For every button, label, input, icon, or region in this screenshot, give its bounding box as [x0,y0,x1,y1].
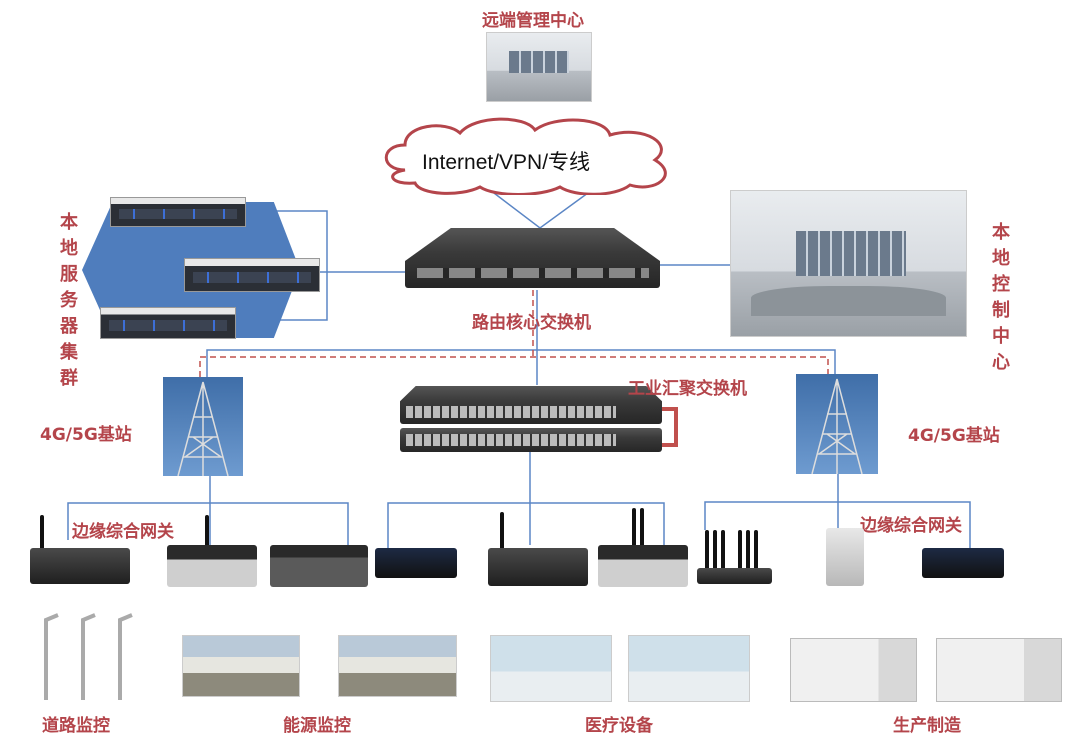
scenario-road-monitoring: 道路监控 [42,716,110,736]
control-center-label: 本地控制中心 [992,222,1010,373]
scenario-medical-equipment: 医疗设备 [585,716,653,736]
base-station-left-label: 4G/5G基站 [40,425,132,445]
medical-image-2 [628,635,750,702]
street-light-poles [44,613,133,700]
5g-router [697,568,772,584]
medical-image-1 [490,635,612,702]
base-station-left [163,377,243,476]
agg-switch-label: 工业汇聚交换机 [628,379,747,399]
cnc-machine-2 [936,638,1062,702]
link-core-towers [206,349,836,377]
wireless-link-dashed [199,356,829,377]
server-3 [100,307,236,339]
edge-gateway-5 [598,545,688,587]
cloud-icon [384,117,667,195]
energy-image-1 [182,635,300,697]
din-rail-gateway [826,528,864,586]
agg-stack-bracket [662,407,678,447]
edge-switch-2 [922,548,1004,578]
server-1 [110,197,246,227]
remote-center-image [486,32,592,102]
antenna-icon [705,530,709,570]
base-station-right-label: 4G/5G基站 [908,426,1000,446]
server-cluster-label: 本地服务器集群 [60,212,78,389]
bus-right [704,501,971,548]
antenna-icon [632,508,636,548]
remote-center-label: 远端管理中心 [482,11,584,31]
gateway-right-label: 边缘综合网关 [860,516,962,536]
server-2 [184,258,320,292]
antenna-icon [754,530,758,570]
edge-gateway-4 [488,548,588,586]
control-center-image [730,190,967,337]
edge-gateway-2 [167,545,257,587]
scenario-energy-monitoring: 能源监控 [283,716,351,736]
antenna-icon [40,515,44,550]
agg-switch-bottom [400,428,662,452]
edge-gateway-3 [270,545,368,587]
scenario-manufacturing: 生产制造 [893,716,961,736]
link-cloud-core [489,189,593,229]
edge-switch-1 [375,548,457,578]
gateway-left-label: 边缘综合网关 [72,522,174,542]
link-servers-core [235,210,328,321]
antenna-icon [205,515,209,550]
cnc-machine-1 [790,638,917,702]
cloud-label: Internet/VPN/专线 [422,151,591,174]
core-switch-label: 路由核心交换机 [472,313,591,333]
antenna-icon [500,512,504,550]
antenna-icon [640,508,644,548]
agg-switch-top [400,386,662,424]
antenna-icon [713,530,717,570]
energy-image-2 [338,635,457,697]
edge-gateway-1 [30,548,130,584]
core-switch [405,228,660,288]
bus-center [387,502,665,548]
antenna-icon [721,530,725,570]
antenna-icon [746,530,750,570]
antenna-icon [738,530,742,570]
base-station-right [796,374,878,474]
bus-left [67,502,349,545]
